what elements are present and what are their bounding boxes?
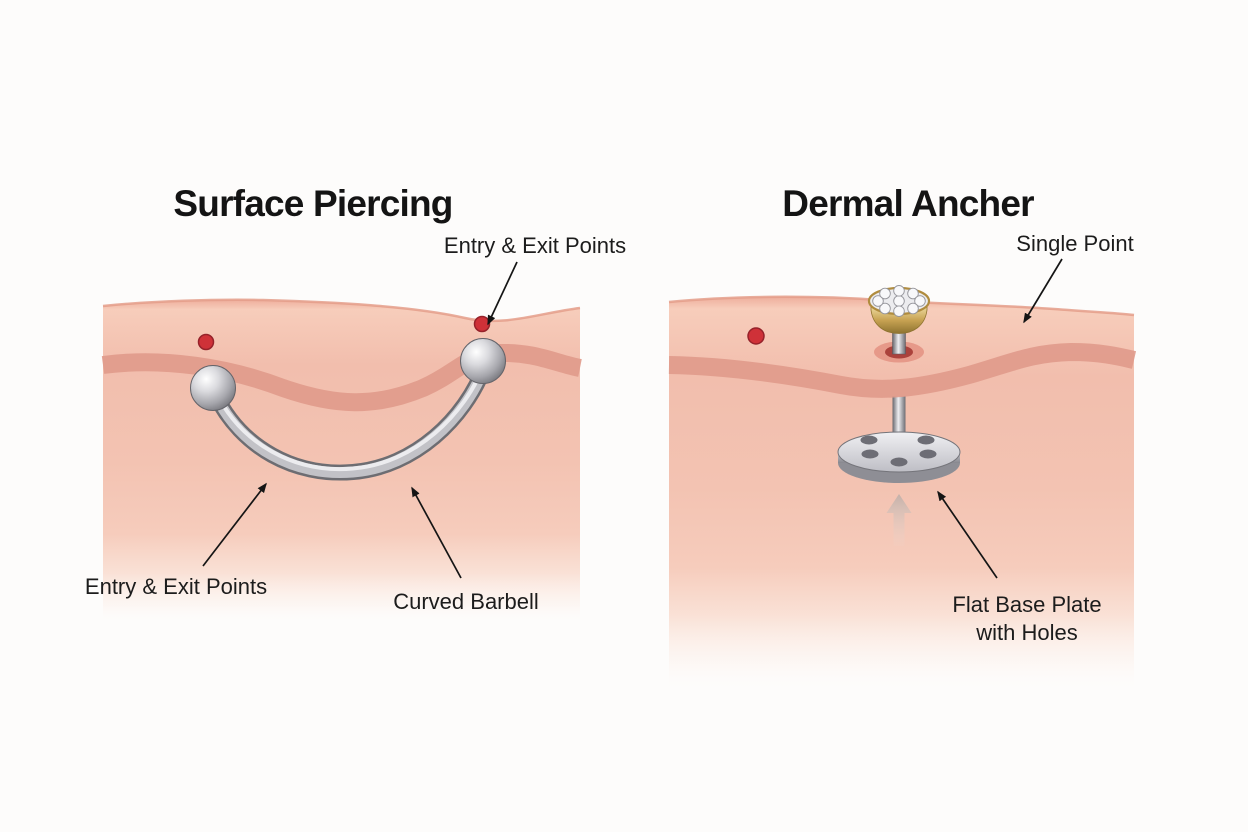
barbell-ball-right bbox=[460, 338, 506, 384]
base-plate bbox=[837, 431, 961, 483]
plate-hole bbox=[917, 435, 935, 445]
label-single-point: Single Point bbox=[1016, 231, 1134, 256]
red-marker-dot bbox=[747, 327, 765, 345]
dermal-anchor-title: Dermal Ancher bbox=[782, 183, 1034, 224]
lift-direction-arrow bbox=[886, 494, 912, 546]
entry-point-dot-left bbox=[197, 333, 215, 351]
dermal-anchor-illustration bbox=[668, 285, 1137, 695]
dermis-layer-stripe bbox=[668, 342, 1137, 398]
label-base-plate-line2: with Holes bbox=[976, 620, 1078, 645]
surface-piercing-illustration bbox=[101, 298, 582, 625]
plate-hole bbox=[890, 457, 908, 467]
arrow-entry-exit-bottom bbox=[202, 482, 267, 567]
arrow-curved-barbell bbox=[411, 486, 462, 579]
arrow-base-plate bbox=[937, 490, 998, 579]
gem-stones bbox=[872, 285, 926, 317]
jeweled-top bbox=[867, 285, 931, 334]
plate-hole bbox=[860, 435, 878, 445]
skin-surface-edge bbox=[102, 298, 581, 323]
label-base-plate: Flat Base Plate with Holes bbox=[922, 591, 1132, 647]
skin-surface-edge bbox=[668, 295, 1135, 317]
label-entry-exit-top: Entry & Exit Points bbox=[443, 233, 627, 258]
surface-piercing-title: Surface Piercing bbox=[173, 183, 453, 224]
plate-hole bbox=[861, 449, 879, 459]
skin-cross-section bbox=[669, 296, 1134, 695]
label-curved-barbell: Curved Barbell bbox=[393, 589, 539, 614]
anchor-entry-point bbox=[874, 329, 924, 363]
arrow-single-point bbox=[1023, 258, 1063, 324]
barbell-ball-left bbox=[190, 365, 236, 411]
label-base-plate-line1: Flat Base Plate bbox=[952, 592, 1102, 617]
arrow-entry-exit-top bbox=[487, 261, 518, 326]
dermal-anchor bbox=[837, 396, 961, 483]
label-entry-exit-bottom: Entry & Exit Points bbox=[84, 574, 268, 599]
curved-barbell bbox=[190, 338, 506, 481]
plate-hole bbox=[919, 449, 937, 459]
